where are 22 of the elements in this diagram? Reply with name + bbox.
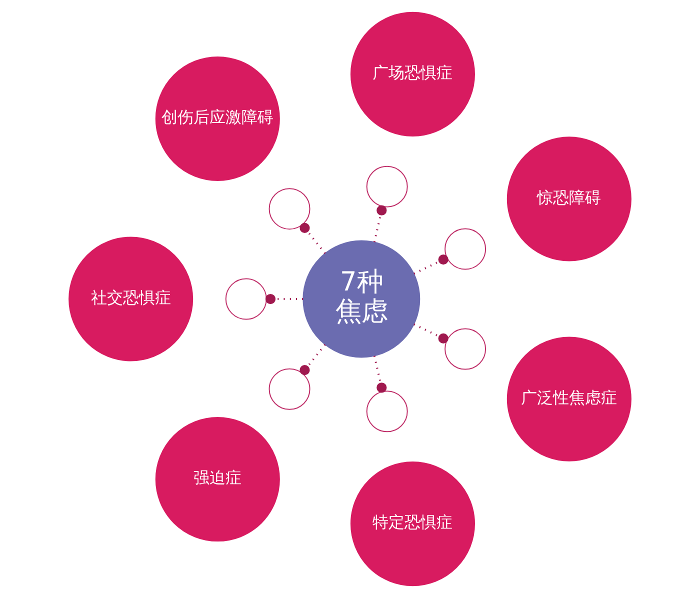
node-circle — [268, 368, 310, 410]
node-circle — [366, 166, 408, 208]
node-circle: 7种 焦虑 — [302, 240, 420, 358]
node-circle: 广泛性焦虑症 — [506, 336, 632, 462]
node-circle — [444, 228, 486, 270]
node-circle: 创伤后应激障碍 — [155, 56, 280, 181]
node-circle — [225, 278, 267, 320]
node-circle — [444, 328, 486, 370]
connector — [414, 323, 448, 344]
connector — [300, 344, 326, 376]
connector — [300, 222, 326, 254]
node-circle: 广场恐惧症 — [350, 12, 476, 136]
connector — [265, 294, 304, 304]
node-circle: 特定恐惧症 — [350, 462, 476, 586]
node-circle: 惊恐障碍 — [506, 136, 632, 262]
connector — [414, 254, 448, 275]
node-circle — [268, 188, 310, 230]
connector — [373, 356, 387, 393]
node-circle: 强迫症 — [155, 417, 280, 542]
connector — [373, 205, 387, 242]
node-circle — [366, 390, 408, 432]
node-circle: 社交恐惧症 — [68, 236, 194, 362]
